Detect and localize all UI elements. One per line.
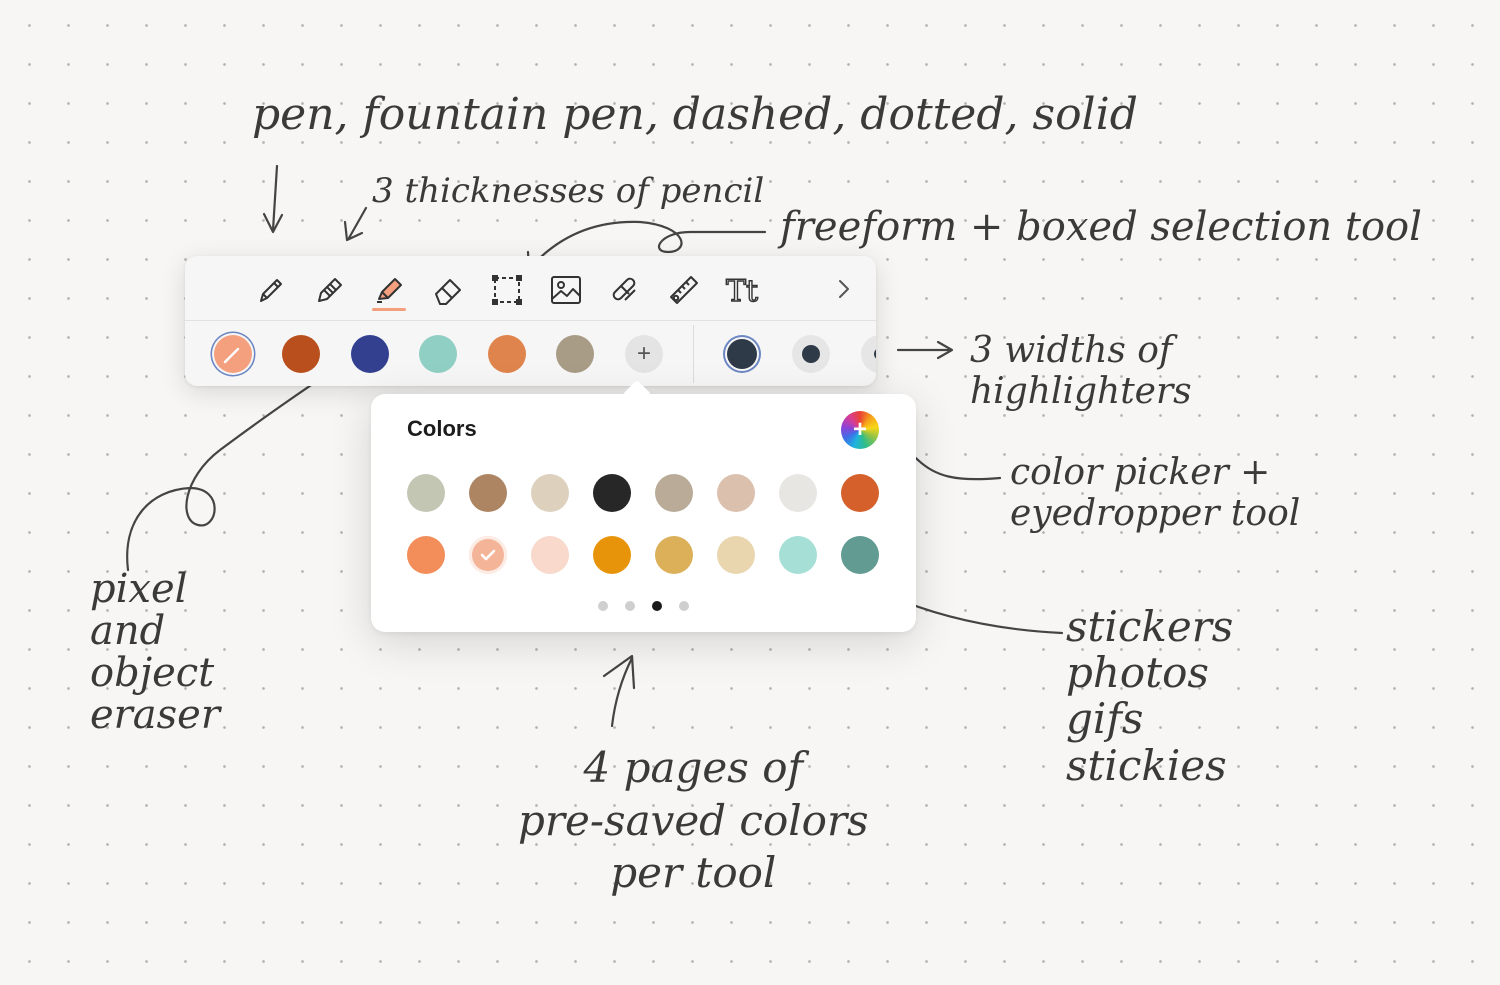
arrow-pen	[271, 164, 279, 232]
color-swatch-3[interactable]	[351, 335, 389, 373]
tool-sticker[interactable]	[605, 270, 645, 310]
popover-swatch[interactable]	[469, 536, 507, 574]
arrow-pencil	[347, 206, 368, 240]
arrowhead-pencil	[343, 220, 364, 242]
toolbar-divider	[693, 325, 694, 383]
color-swatch-2[interactable]	[282, 335, 320, 373]
page-dot-1[interactable]	[598, 601, 608, 611]
popover-swatch[interactable]	[593, 474, 631, 512]
popover-swatch[interactable]	[655, 536, 693, 574]
tool-text[interactable]: Tt	[723, 270, 763, 310]
popover-swatch[interactable]	[407, 536, 445, 574]
arrow-color-pages	[610, 656, 634, 728]
width-option-medium[interactable]	[792, 335, 830, 373]
checkmark-icon	[480, 549, 496, 561]
color-wheel-icon[interactable]	[841, 411, 879, 449]
pencil-icon	[318, 278, 342, 302]
width-option-large[interactable]	[723, 335, 761, 373]
add-color-button[interactable]: +	[625, 335, 663, 373]
popover-swatch[interactable]	[531, 536, 569, 574]
popover-swatch[interactable]	[655, 474, 693, 512]
toolbar-more-button[interactable]	[831, 274, 857, 304]
popover-swatch[interactable]	[717, 536, 755, 574]
tool-ruler[interactable]	[664, 270, 704, 310]
width-option-small[interactable]	[861, 335, 876, 373]
image-icon	[551, 276, 581, 304]
page-dot-4[interactable]	[679, 601, 689, 611]
pencil-edit-icon	[223, 347, 240, 364]
popover-swatch[interactable]	[469, 474, 507, 512]
highlighter-icon	[377, 278, 402, 303]
active-tool-indicator	[372, 308, 406, 311]
page-dot-2[interactable]	[625, 601, 635, 611]
annotation-stickers: stickers photos gifs stickies	[1066, 602, 1234, 790]
tool-pencil[interactable]	[310, 270, 350, 310]
ruler-icon	[670, 276, 698, 304]
color-row: +	[185, 321, 876, 386]
tool-eraser[interactable]	[428, 270, 468, 310]
annotation-color-pages: 4 pages of pre-saved colors per tool	[518, 743, 869, 897]
sticker-icon	[612, 277, 636, 301]
tool-pen[interactable]	[251, 270, 291, 310]
chevron-right-icon	[839, 280, 849, 298]
tool-highlighter[interactable]	[369, 270, 409, 310]
popover-swatch[interactable]	[407, 474, 445, 512]
popover-swatch[interactable]	[841, 536, 879, 574]
annotation-highlighter-widths: 3 widths of highlighters	[970, 330, 1192, 413]
tool-media[interactable]	[546, 270, 586, 310]
width-dot-large	[727, 339, 757, 369]
color-swatch-4[interactable]	[419, 335, 457, 373]
popover-swatch[interactable]	[779, 474, 817, 512]
page-dot-3[interactable]	[652, 601, 662, 611]
tool-row: Tt	[185, 256, 876, 321]
color-swatch-6[interactable]	[556, 335, 594, 373]
popover-swatch[interactable]	[779, 536, 817, 574]
width-dot-small	[874, 348, 876, 360]
color-swatch-1[interactable]	[214, 335, 252, 373]
popover-swatch[interactable]	[841, 474, 879, 512]
pen-icon	[260, 279, 282, 302]
drawing-toolbar: Tt +	[185, 256, 876, 386]
annotation-selection-tool: freeform + boxed selection tool	[780, 204, 1422, 250]
arrowhead-pen	[262, 212, 284, 234]
annotation-eraser: pixel and object eraser	[90, 566, 220, 738]
annotation-color-picker: color picker + eyedropper tool	[1010, 452, 1301, 535]
width-dot-medium	[802, 345, 820, 363]
popover-title: Colors	[407, 416, 477, 441]
arrowhead-widths	[936, 340, 954, 360]
color-swatch-5[interactable]	[488, 335, 526, 373]
lasso-selection-icon	[492, 275, 522, 305]
annotation-pen-types: pen, fountain pen, dashed, dotted, solid	[252, 89, 1138, 140]
colors-popover: Colors	[371, 379, 916, 632]
popover-swatch[interactable]	[531, 474, 569, 512]
arrowhead-color-pages	[602, 654, 636, 690]
annotation-pencil-thickness: 3 thicknesses of pencil	[372, 171, 765, 211]
popover-swatch[interactable]	[717, 474, 755, 512]
svg-text:Tt: Tt	[726, 274, 758, 308]
tool-selection[interactable]	[487, 270, 527, 310]
text-icon: Tt	[725, 273, 758, 308]
popover-swatch[interactable]	[593, 536, 631, 574]
eraser-icon	[435, 279, 461, 305]
